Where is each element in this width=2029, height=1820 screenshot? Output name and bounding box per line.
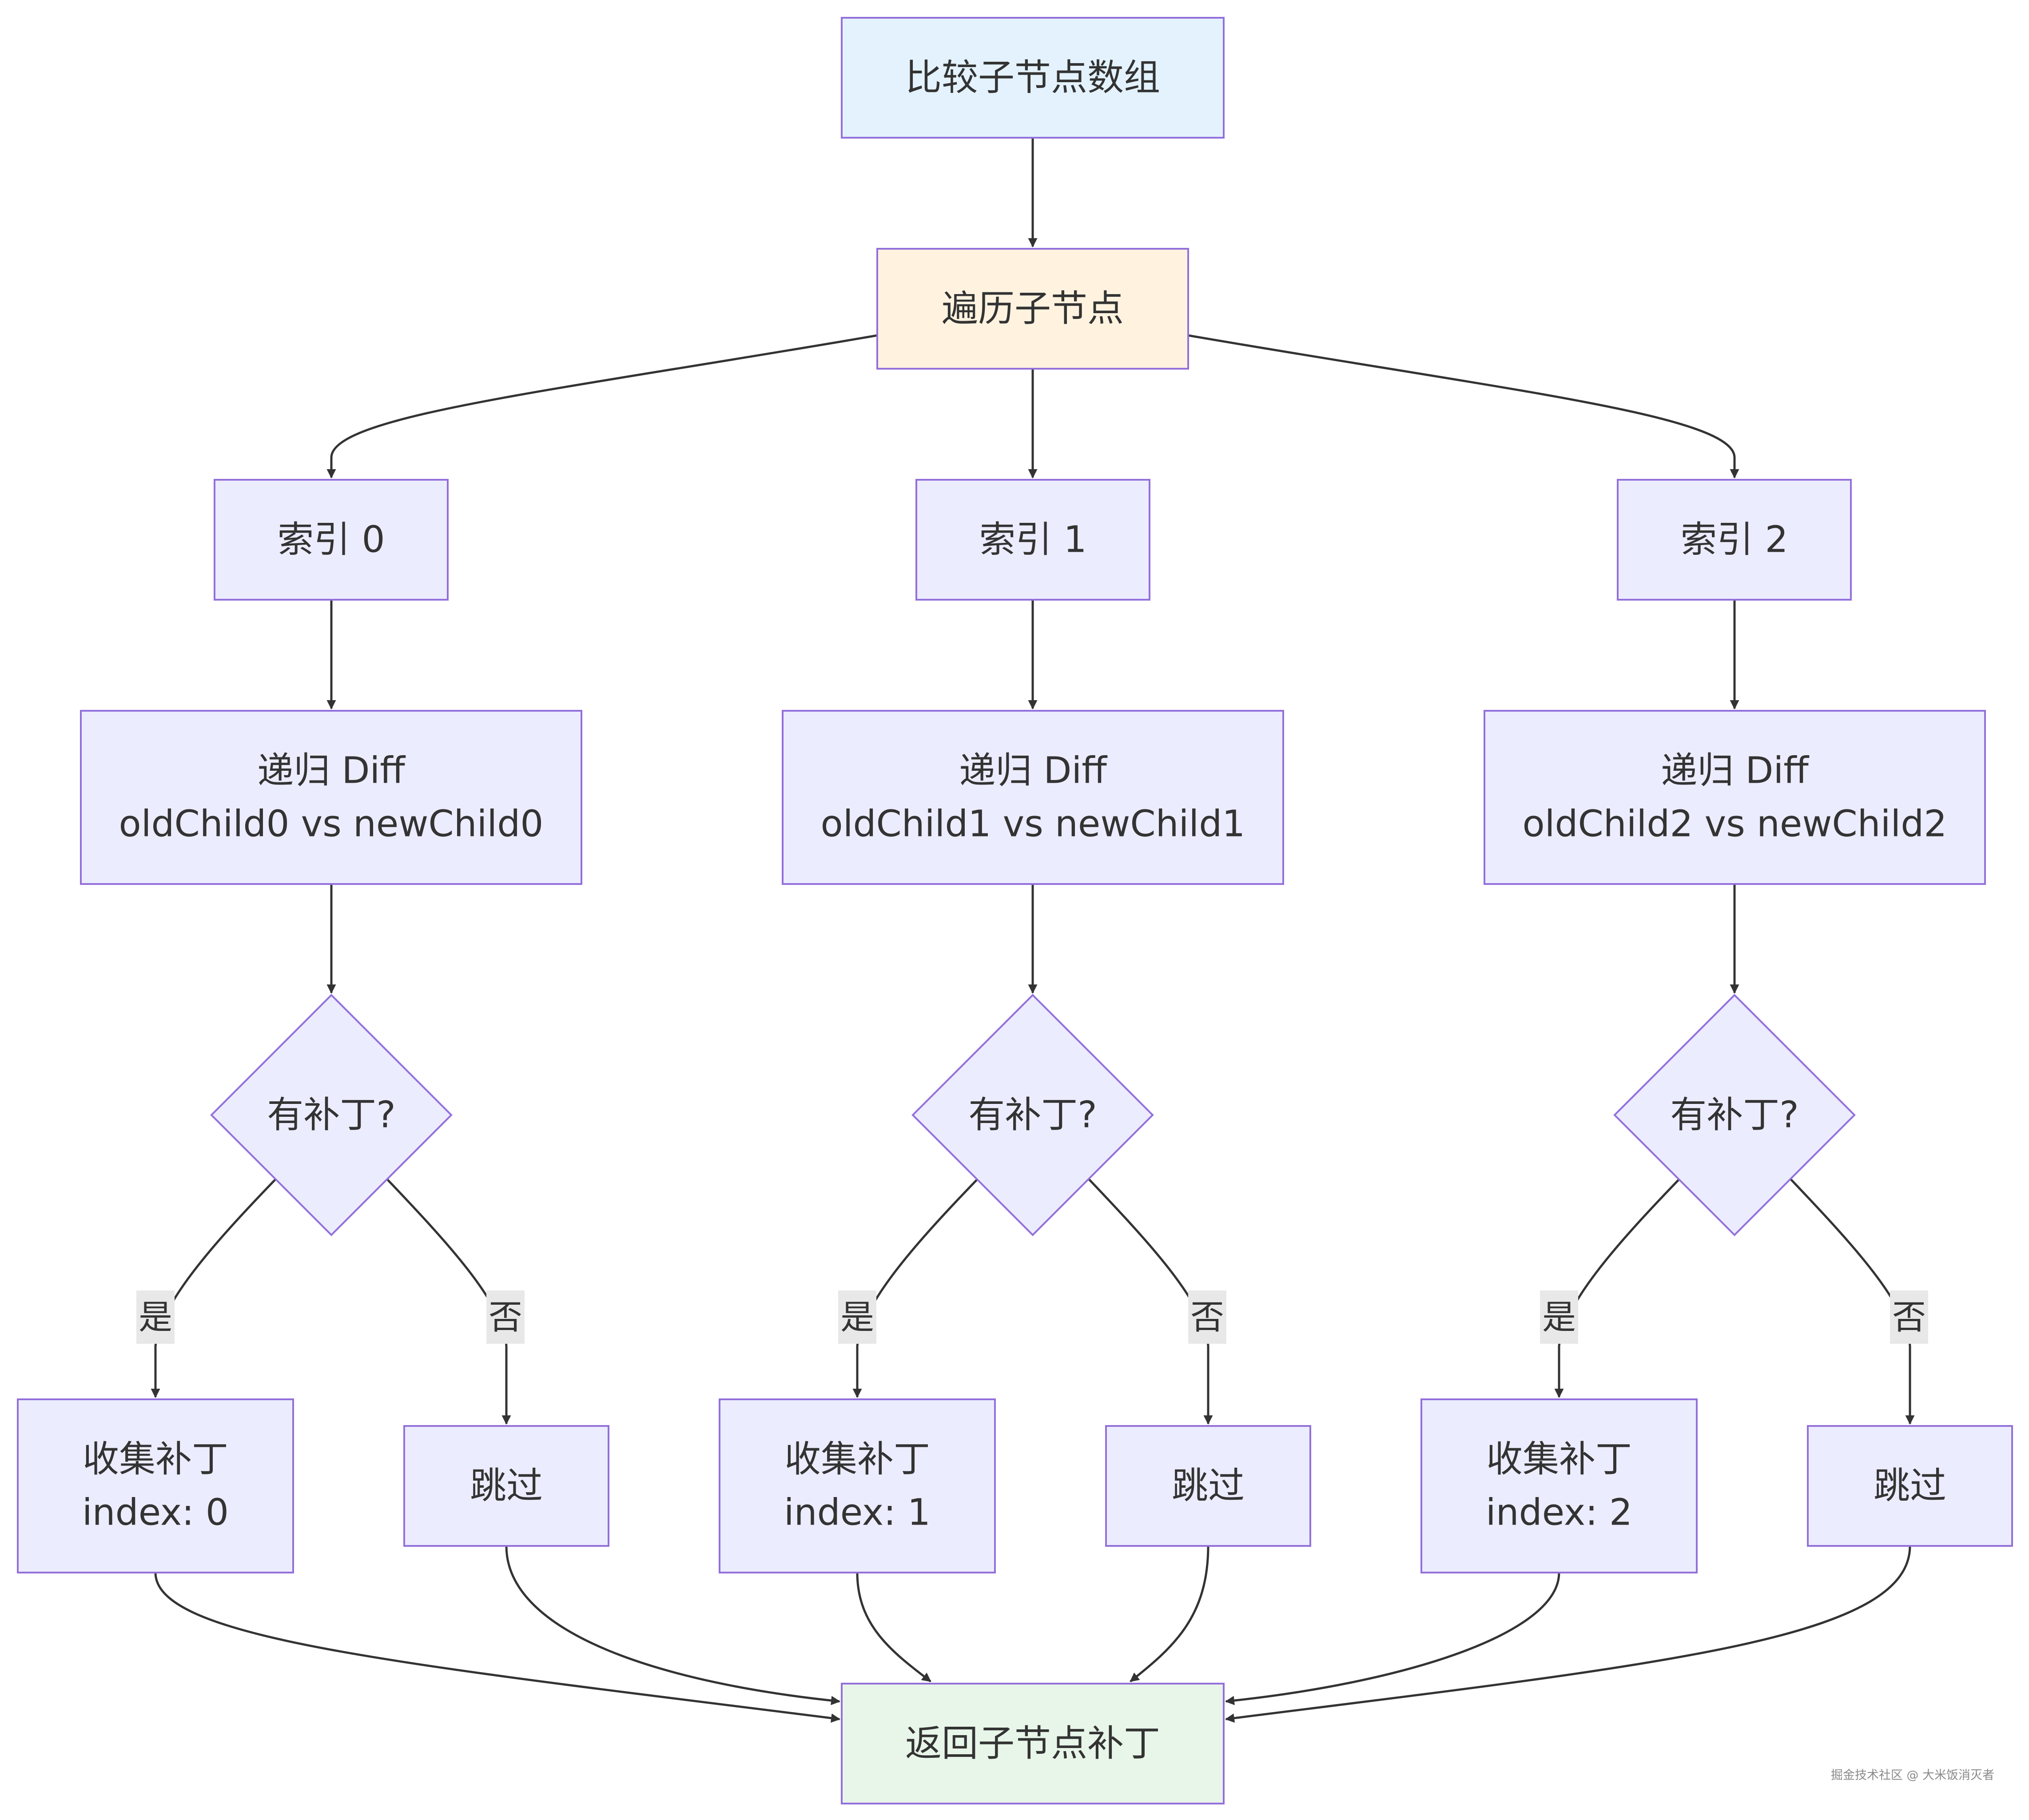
edge-arrow-18 bbox=[856, 1572, 931, 1682]
node-start-box bbox=[841, 17, 1225, 139]
node-idx0-label-0: 索引 0 bbox=[277, 519, 385, 561]
edge-label-bg bbox=[1890, 1290, 1928, 1344]
edge-label-no: 否 bbox=[1188, 1290, 1226, 1344]
edge-arrow-21 bbox=[1225, 1545, 1911, 1723]
node-skip1: 跳过 bbox=[1105, 1425, 1311, 1547]
edge-label-bg bbox=[486, 1290, 525, 1344]
edge-arrow-1 bbox=[326, 334, 878, 479]
node-skip2: 跳过 bbox=[1807, 1425, 2013, 1547]
node-skip1-box bbox=[1105, 1425, 1311, 1547]
node-collect2-label-0: 收集补丁 bbox=[1486, 1438, 1632, 1481]
node-diff0-label-1: oldChild0 vs newChild0 bbox=[119, 803, 544, 845]
edge-label-no: 否 bbox=[486, 1290, 525, 1344]
edge-label-bg bbox=[1540, 1290, 1578, 1344]
node-skip2-box bbox=[1807, 1425, 2013, 1547]
edge-label-no: 否 bbox=[1890, 1290, 1928, 1344]
node-diff0-box bbox=[80, 710, 582, 885]
node-collect0: 收集补丁 index: 0 bbox=[17, 1398, 294, 1573]
edge-arrow-3 bbox=[1188, 334, 1739, 479]
node-result-box bbox=[841, 1683, 1225, 1804]
node-check0: 有补丁? bbox=[210, 994, 453, 1236]
node-loop-box bbox=[876, 248, 1189, 370]
edge-label-no-text: 否 bbox=[1190, 1298, 1224, 1337]
node-check1: 有补丁? bbox=[911, 994, 1154, 1236]
edge-arrow-12 bbox=[852, 1179, 978, 1398]
node-idx0-box bbox=[214, 479, 449, 601]
node-collect0-label-1: index: 0 bbox=[82, 1492, 229, 1534]
node-idx0: 索引 0 bbox=[214, 479, 449, 601]
node-start: 比较子节点数组 bbox=[841, 17, 1225, 139]
node-idx1-box bbox=[915, 479, 1150, 601]
node-idx1: 索引 1 bbox=[915, 479, 1150, 601]
edge-label-yes: 是 bbox=[838, 1290, 876, 1344]
watermark: 掘金技术社区 @ 大米饭消灭者 bbox=[1831, 1768, 1994, 1782]
edge-label-yes: 是 bbox=[1540, 1290, 1578, 1344]
node-collect0-label-0: 收集补丁 bbox=[83, 1438, 228, 1481]
node-skip1-label-0: 跳过 bbox=[1172, 1465, 1245, 1507]
node-diff1: 递归 Diff oldChild1 vs newChild1 bbox=[782, 710, 1284, 885]
node-result: 返回子节点补丁 bbox=[841, 1683, 1225, 1804]
edge-label-yes: 是 bbox=[136, 1290, 175, 1344]
node-skip0: 跳过 bbox=[403, 1425, 609, 1547]
node-collect1-label-0: 收集补丁 bbox=[784, 1438, 930, 1481]
node-idx2-label-0: 索引 2 bbox=[1680, 519, 1788, 561]
node-check2-label-0: 有补丁? bbox=[1670, 1094, 1799, 1136]
edge-arrow-14 bbox=[1554, 1179, 1680, 1398]
edge-labels: 是否是否是否 bbox=[136, 1290, 1928, 1344]
node-collect2: 收集补丁 index: 2 bbox=[1420, 1398, 1698, 1573]
node-diff0: 递归 Diff oldChild0 vs newChild0 bbox=[80, 710, 582, 885]
node-diff1-label-0: 递归 Diff bbox=[959, 750, 1108, 792]
node-check2-diamond bbox=[1613, 994, 1856, 1236]
edge-label-no-text: 否 bbox=[489, 1298, 522, 1337]
node-diff2-box bbox=[1484, 710, 1986, 885]
node-skip0-label-0: 跳过 bbox=[470, 1465, 543, 1507]
node-idx2: 索引 2 bbox=[1617, 479, 1852, 601]
edge-arrow-10 bbox=[151, 1179, 276, 1398]
node-skip2-label-0: 跳过 bbox=[1874, 1465, 1946, 1507]
node-loop: 遍历子节点 bbox=[876, 248, 1189, 370]
node-diff0-label-0: 递归 Diff bbox=[257, 750, 406, 792]
edge-arrow-16 bbox=[154, 1572, 841, 1723]
node-collect2-box bbox=[1420, 1398, 1698, 1573]
edge-label-no-text: 否 bbox=[1892, 1298, 1926, 1337]
edge-arrow-17 bbox=[505, 1545, 841, 1705]
edge-arrow-19 bbox=[1130, 1545, 1209, 1682]
node-check0-diamond bbox=[210, 994, 453, 1236]
edge-arrow-20 bbox=[1225, 1572, 1560, 1705]
node-diff2-label-1: oldChild2 vs newChild2 bbox=[1523, 803, 1947, 845]
edge-label-bg bbox=[136, 1290, 175, 1344]
node-collect1-label-1: index: 1 bbox=[784, 1492, 931, 1534]
node-result-label-0: 返回子节点补丁 bbox=[905, 1723, 1160, 1765]
node-collect2-label-1: index: 2 bbox=[1486, 1492, 1632, 1534]
node-diff2: 递归 Diff oldChild2 vs newChild2 bbox=[1484, 710, 1986, 885]
node-collect1-box bbox=[719, 1398, 996, 1573]
node-check2: 有补丁? bbox=[1613, 994, 1856, 1236]
edge-label-yes-text: 是 bbox=[1542, 1298, 1576, 1337]
node-check1-label-0: 有补丁? bbox=[968, 1094, 1097, 1136]
node-diff1-label-1: oldChild1 vs newChild1 bbox=[821, 803, 1245, 845]
edge-label-bg bbox=[1188, 1290, 1226, 1344]
node-diff1-box bbox=[782, 710, 1284, 885]
node-skip0-box bbox=[403, 1425, 609, 1547]
node-loop-label-0: 遍历子节点 bbox=[942, 288, 1124, 330]
node-check1-diamond bbox=[911, 994, 1154, 1236]
node-check0-label-0: 有补丁? bbox=[267, 1094, 396, 1136]
edge-label-yes-text: 是 bbox=[840, 1298, 874, 1337]
node-start-label-0: 比较子节点数组 bbox=[905, 57, 1160, 99]
edge-label-bg bbox=[838, 1290, 876, 1344]
node-collect1: 收集补丁 index: 1 bbox=[719, 1398, 996, 1573]
node-diff2-label-0: 递归 Diff bbox=[1661, 750, 1810, 792]
node-collect0-box bbox=[17, 1398, 294, 1573]
edge-label-yes-text: 是 bbox=[139, 1298, 172, 1337]
node-idx2-box bbox=[1617, 479, 1852, 601]
node-idx1-label-0: 索引 1 bbox=[979, 519, 1086, 561]
